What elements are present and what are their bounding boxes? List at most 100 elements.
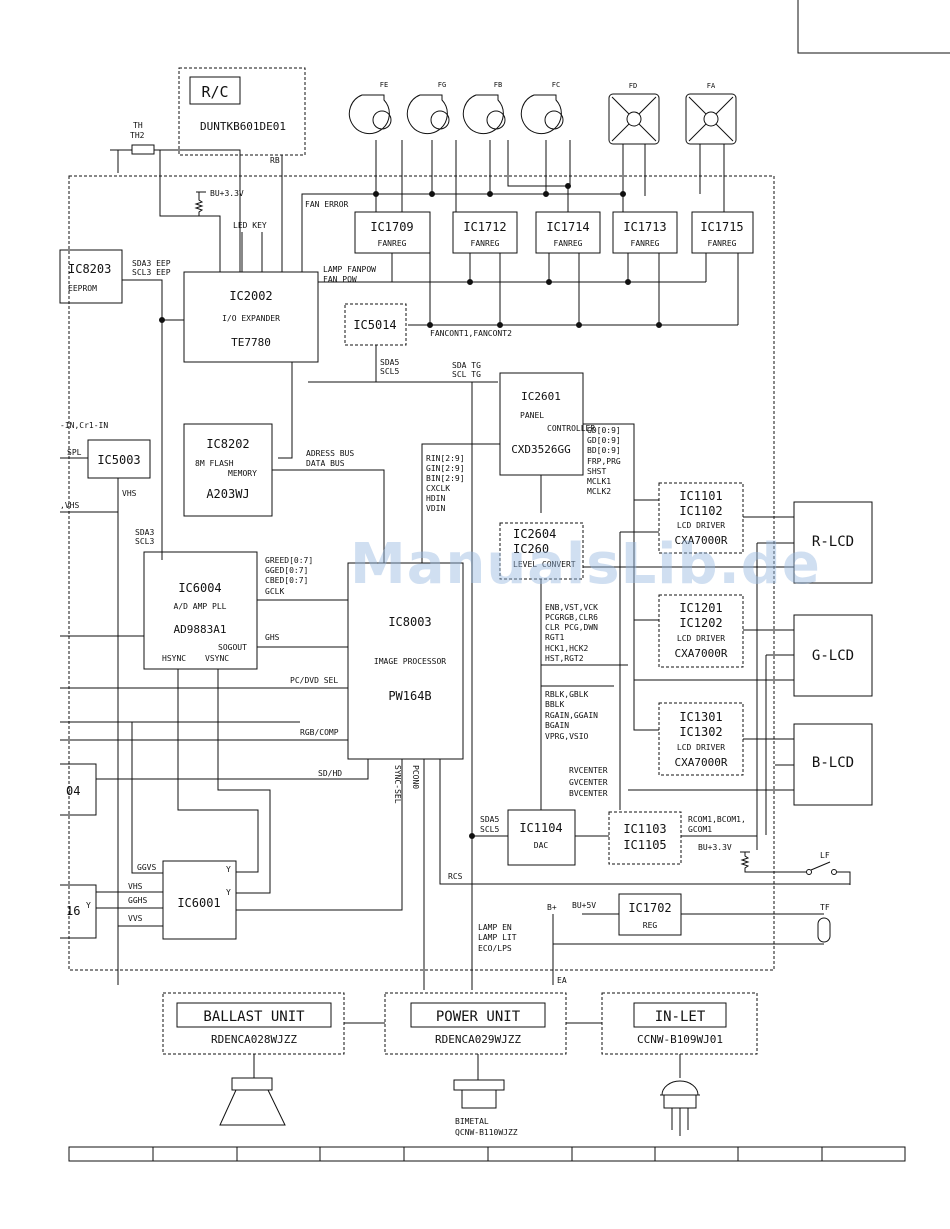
svg-text:FA: FA bbox=[707, 82, 716, 90]
svg-text:TE7780: TE7780 bbox=[231, 336, 271, 349]
svg-text:IC2002: IC2002 bbox=[229, 289, 272, 303]
svg-text:CXA7000R: CXA7000R bbox=[675, 756, 728, 769]
g-lcd-box: G-LCD bbox=[793, 614, 873, 697]
svg-text:IC8203: IC8203 bbox=[68, 262, 111, 276]
ic1715-box: IC1715 FANREG bbox=[691, 211, 754, 254]
svg-text:ENB,VST,VCK: ENB,VST,VCK bbox=[545, 603, 598, 612]
svg-text:REG: REG bbox=[643, 921, 658, 930]
svg-text:GCLK: GCLK bbox=[265, 587, 284, 596]
svg-text:IC1713: IC1713 bbox=[623, 220, 666, 234]
svg-text:GD[0:9]: GD[0:9] bbox=[587, 426, 621, 435]
svg-text:FANREG: FANREG bbox=[471, 239, 500, 248]
svg-text:IN-LET: IN-LET bbox=[655, 1009, 706, 1025]
svg-text:A203WJ: A203WJ bbox=[206, 487, 249, 501]
svg-text:FANCONT1,FANCONT2: FANCONT1,FANCONT2 bbox=[430, 329, 512, 338]
svg-text:CXA7000R: CXA7000R bbox=[675, 647, 728, 660]
svg-text:SDA3 EEP: SDA3 EEP bbox=[132, 259, 171, 268]
fan-fa: FA bbox=[685, 82, 737, 145]
svg-text:R-LCD: R-LCD bbox=[812, 534, 854, 550]
svg-text:FANREG: FANREG bbox=[554, 239, 583, 248]
svg-text:HCK1,HCK2: HCK1,HCK2 bbox=[545, 644, 589, 653]
svg-text:IC1102: IC1102 bbox=[679, 504, 722, 518]
ic8202-box: IC8202 8M FLASH MEMORY A203WJ bbox=[183, 423, 273, 517]
svg-text:POWER UNIT: POWER UNIT bbox=[436, 1009, 521, 1025]
fan-fb: FB bbox=[462, 81, 506, 135]
svg-text:SDA5: SDA5 bbox=[480, 815, 499, 824]
ic5003-box bbox=[87, 439, 151, 479]
svg-text:IC2604: IC2604 bbox=[513, 527, 556, 541]
fan-fe: FE bbox=[348, 81, 392, 135]
remote-control-box bbox=[178, 67, 306, 156]
svg-text:LAMP EN: LAMP EN bbox=[478, 923, 512, 932]
svg-text:FE: FE bbox=[380, 81, 388, 89]
svg-text:BU+5V: BU+5V bbox=[572, 901, 596, 910]
svg-text:SCL TG: SCL TG bbox=[452, 370, 481, 379]
svg-text:RCS: RCS bbox=[448, 872, 463, 881]
svg-text:IC6001: IC6001 bbox=[177, 896, 220, 910]
ic6001-box: IC6001 bbox=[162, 860, 237, 940]
svg-text:BU+3.3V: BU+3.3V bbox=[698, 843, 732, 852]
svg-text:GGED[0:7]: GGED[0:7] bbox=[265, 566, 308, 575]
ic2002-box: IC2002 I/O EXPANDER TE7780 bbox=[183, 271, 319, 363]
svg-text:RDENCA028WJZZ: RDENCA028WJZZ bbox=[211, 1033, 297, 1046]
svg-text:IC8202: IC8202 bbox=[206, 437, 249, 451]
svg-text:FC: FC bbox=[552, 81, 560, 89]
svg-text:FAN POW: FAN POW bbox=[323, 275, 357, 284]
svg-text:HDIN: HDIN bbox=[426, 494, 445, 503]
svg-text:GIN[2:9]: GIN[2:9] bbox=[426, 464, 465, 473]
ic1104-box bbox=[507, 809, 576, 866]
svg-text:BVCENTER: BVCENTER bbox=[569, 789, 608, 798]
ic1714-box: IC1714 FANREG bbox=[535, 211, 601, 254]
svg-text:IC1101: IC1101 bbox=[679, 489, 722, 503]
svg-text:MCLK2: MCLK2 bbox=[587, 487, 611, 496]
svg-text:IC1202: IC1202 bbox=[679, 616, 722, 630]
svg-text:LF: LF bbox=[820, 851, 830, 860]
svg-text:LEVEL CONVERT: LEVEL CONVERT bbox=[513, 560, 576, 569]
svg-text:FD: FD bbox=[629, 82, 637, 90]
thermal-fuse-icon bbox=[817, 917, 831, 943]
svg-text:SYNC-SEL: SYNC-SEL bbox=[393, 765, 402, 804]
ic1201-box: IC1201 IC1202 LCD DRIVER CXA7000R bbox=[658, 594, 744, 668]
svg-text:CCNW-B109WJ01: CCNW-B109WJ01 bbox=[637, 1033, 723, 1046]
svg-text:SCL5: SCL5 bbox=[480, 825, 499, 834]
plug-icon bbox=[660, 1054, 700, 1136]
svg-text:FANREG: FANREG bbox=[708, 239, 737, 248]
ballast-unit-box: BALLAST UNIT RDENCA028WJZZ bbox=[162, 992, 345, 1055]
svg-text:IC8003: IC8003 bbox=[388, 615, 431, 629]
svg-text:PW164B: PW164B bbox=[388, 689, 431, 703]
svg-text:B-LCD: B-LCD bbox=[812, 755, 854, 771]
svg-text:LCD DRIVER: LCD DRIVER bbox=[677, 521, 725, 530]
svg-text:SCL3 EEP: SCL3 EEP bbox=[132, 268, 171, 277]
svg-text:16: 16 bbox=[66, 904, 80, 918]
svg-text:IC1715: IC1715 bbox=[700, 220, 743, 234]
svg-text:GHS: GHS bbox=[265, 633, 280, 642]
svg-text:ECO/LPS: ECO/LPS bbox=[478, 944, 512, 953]
svg-text:HSYNC: HSYNC bbox=[162, 654, 186, 663]
svg-text:LCD DRIVER: LCD DRIVER bbox=[677, 634, 725, 643]
thermistor-icon bbox=[131, 144, 155, 155]
svg-text:RGAIN,GGAIN: RGAIN,GGAIN bbox=[545, 711, 598, 720]
svg-text:BU+3.3V: BU+3.3V bbox=[210, 189, 244, 198]
svg-text:I/O EXPANDER: I/O EXPANDER bbox=[222, 314, 280, 323]
svg-text:RCOM1,BCOM1,: RCOM1,BCOM1, bbox=[688, 815, 746, 824]
svg-text:IC1709: IC1709 bbox=[370, 220, 413, 234]
svg-text:B+: B+ bbox=[547, 903, 557, 912]
fan-fd: FD bbox=[608, 82, 660, 145]
svg-text:IC1201: IC1201 bbox=[679, 601, 722, 615]
svg-text:GGVS: GGVS bbox=[137, 863, 156, 872]
ic1103-box bbox=[608, 811, 682, 865]
svg-text:HST,RGT2: HST,RGT2 bbox=[545, 654, 584, 663]
svg-text:A/D AMP PLL: A/D AMP PLL bbox=[174, 602, 227, 611]
svg-text:SD/HD: SD/HD bbox=[318, 769, 342, 778]
svg-text:GGHS: GGHS bbox=[128, 896, 147, 905]
svg-text:IC1103: IC1103 bbox=[623, 822, 666, 836]
svg-text:ADRESS BUS: ADRESS BUS bbox=[306, 449, 354, 458]
svg-text:EA: EA bbox=[557, 976, 567, 985]
svg-text:VHS: VHS bbox=[122, 489, 137, 498]
svg-text:IC1301: IC1301 bbox=[679, 710, 722, 724]
svg-text:DATA BUS: DATA BUS bbox=[306, 459, 345, 468]
svg-text:RBLK,GBLK: RBLK,GBLK bbox=[545, 690, 589, 699]
svg-text:BIMETAL: BIMETAL bbox=[455, 1117, 489, 1126]
ic8003-box: IC8003 IMAGE PROCESSOR PW164B bbox=[347, 562, 464, 760]
